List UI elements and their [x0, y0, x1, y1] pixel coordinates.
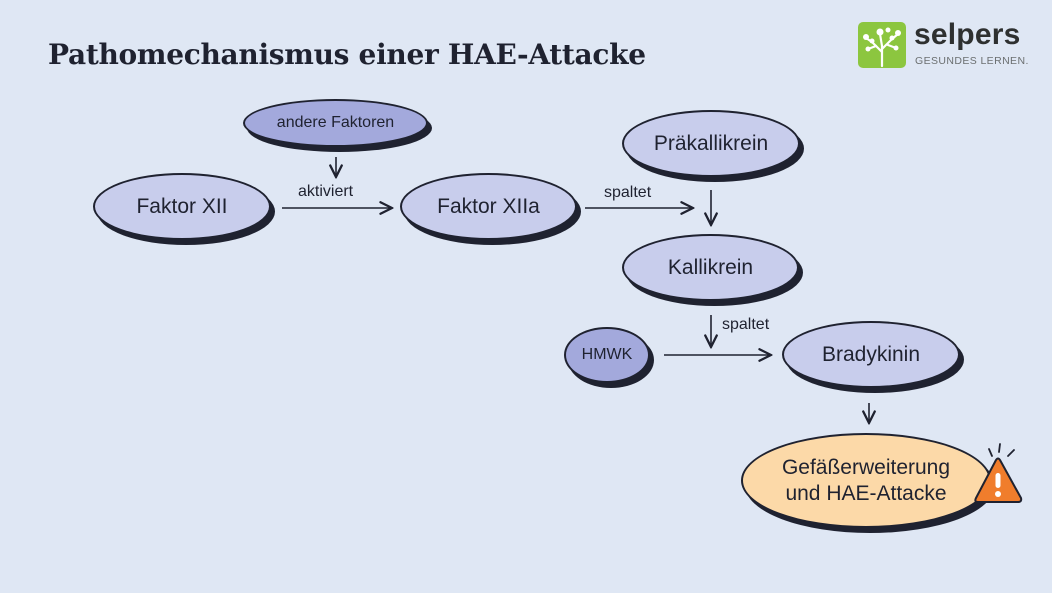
node-kallikrein-label: Kallikrein [667, 255, 754, 279]
node-faktor-xiia: Faktor XIIa [400, 173, 577, 240]
page-title: Pathomechanismus einer HAE-Attacke [48, 38, 646, 71]
node-bradykinin-label: Bradykinin [821, 342, 921, 366]
node-andere-faktoren-label: andere Faktoren [276, 114, 395, 131]
node-outcome: Gefäßerweiterung und HAE-Attacke [741, 433, 991, 528]
node-praekallikrein: Präkallikrein [622, 110, 800, 177]
node-bradykinin: Bradykinin [782, 321, 960, 388]
node-faktor-xiia-label: Faktor XIIa [437, 194, 540, 218]
tree-logo-icon [858, 22, 906, 68]
node-outcome-line1: Gefäßerweiterung [781, 455, 951, 479]
selpers-logo: selpers GESUNDES LERNEN. [858, 18, 1038, 72]
node-faktor-xii-label: Faktor XII [136, 194, 228, 218]
logo-name: selpers [914, 18, 1021, 51]
logo-tagline: GESUNDES LERNEN. [915, 55, 1029, 67]
node-kallikrein: Kallikrein [622, 234, 799, 301]
node-praekallikrein-label: Präkallikrein [653, 131, 769, 155]
edge-label-aktiviert: aktiviert [298, 183, 354, 200]
node-hmwk-label: HMWK [581, 346, 633, 363]
node-outcome-line2: und HAE-Attacke [785, 481, 947, 505]
warning-icon [968, 440, 1026, 506]
node-andere-faktoren: andere Faktoren [243, 99, 428, 147]
node-hmwk: HMWK [564, 327, 650, 383]
edge-label-spaltet-2: spaltet [722, 316, 770, 333]
edge-label-spaltet-1: spaltet [604, 184, 652, 201]
node-faktor-xii: Faktor XII [93, 173, 271, 240]
